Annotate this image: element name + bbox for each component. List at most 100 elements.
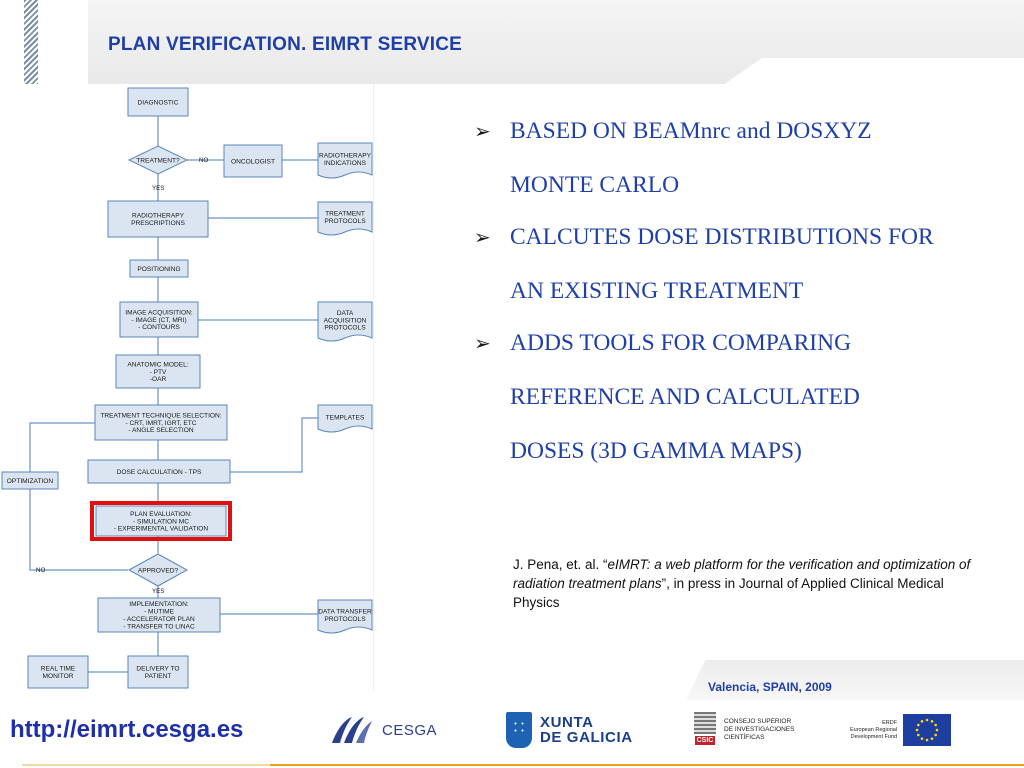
- node-dose-calculation: [87, 459, 231, 484]
- node-treatment-technique-text: - CRT, IMRT, IGRT, ETC: [125, 420, 196, 427]
- node-real-time-monitor: [27, 655, 89, 689]
- bullet-line: REFERENCE AND CALCULATED: [510, 384, 860, 410]
- node-templates-text: TEMPLATES: [326, 414, 365, 421]
- bullet-line: CALCUTES DOSE DISTRIBUTIONS FOR: [510, 224, 934, 250]
- erdf-line-1: ERDF: [882, 719, 898, 726]
- slide-title: PLAN VERIFICATION. EIMRT SERVICE: [108, 34, 463, 55]
- erdf-line-3: Development Fund: [850, 733, 898, 740]
- decorative-hatch: [24, 0, 38, 84]
- node-plan-evaluation-text: - EXPERIMENTAL VALIDATION: [114, 526, 209, 533]
- node-radiotherapy-prescriptions-text: RADIOTHERAPY: [132, 213, 185, 220]
- node-data-transfer-protocols: [317, 599, 373, 634]
- cesga-swoosh-icon: [332, 717, 372, 743]
- bullet-line: MONTE CARLO: [510, 172, 680, 198]
- node-anatomic-model-text: -OAR: [150, 376, 167, 383]
- website-link[interactable]: http://eimrt.cesga.es: [10, 716, 244, 743]
- node-radiotherapy-indications-text: RADIOTHERAPY: [319, 153, 372, 160]
- node-image-acquisition-text: - IMAGE (CT, MRI): [131, 317, 186, 324]
- node-implementation-text: - TRANSFER TO LINAC: [123, 623, 195, 630]
- node-image-acquisition-text: - CONTOURS: [138, 324, 180, 331]
- csic-tag: CSIC: [694, 736, 716, 745]
- node-real-time-monitor-text: REAL TIME: [41, 666, 76, 673]
- node-implementation: [97, 597, 221, 633]
- footer-band: [374, 660, 1024, 700]
- node-dose-calculation-text: DOSE CALCULATION - TPS: [117, 469, 202, 476]
- csic-emblem-icon: CSIC: [694, 712, 716, 748]
- node-data-transfer-protocols-text: DATA TRANSFER: [318, 609, 372, 616]
- node-templates: [317, 404, 373, 433]
- bullet-item: ➢ CALCUTES DOSE DISTRIBUTIONS FOR AN EXIST…: [474, 222, 1024, 318]
- node-anatomic-model: [115, 354, 201, 389]
- xunta-line-1: XUNTA: [540, 714, 594, 731]
- node-treatment-decision-text: TREATMENT?: [136, 157, 180, 164]
- bullet-line: BASED ON BEAMnrc and DOSXYZ: [510, 118, 872, 144]
- node-treatment-protocols: [317, 201, 373, 236]
- node-delivery-text: DELIVERY TO: [136, 666, 179, 673]
- csic-line-3: CIENTÍFICAS: [724, 734, 765, 741]
- node-plan-evaluation-text: - SIMULATION MC: [133, 518, 189, 525]
- node-image-acquisition-text: IMAGE ACQUISITION:: [125, 309, 193, 316]
- bullet-item: ➢ BASED ON BEAMnrc and DOSXYZ MONTE CARLO: [474, 116, 1024, 212]
- node-data-acquisition-protocols-text: ACQUISITION: [324, 317, 367, 324]
- node-treatment-protocols-text: TREATMENT: [325, 211, 365, 218]
- edge-label-no: NO: [199, 157, 208, 164]
- cesga-logo: CESGA: [328, 708, 437, 752]
- node-data-acquisition-protocols-text: PROTOCOLS: [324, 325, 366, 332]
- node-optimization: [1, 471, 59, 490]
- flowchart-diagram: NOYESNOYESDIAGNOSTICTREATMENT?ONCOLOGIST…: [1, 87, 373, 689]
- node-treatment-technique-text: - ANGLE SELECTION: [128, 427, 193, 434]
- node-plan-evaluation: [95, 505, 227, 537]
- node-implementation-text: - MUTIME: [144, 609, 175, 616]
- node-plan-evaluation-text: PLAN EVALUATION:: [130, 511, 192, 518]
- node-data-acquisition-protocols: [317, 301, 373, 342]
- bullet-line: ADDS TOOLS FOR COMPARING: [510, 330, 852, 356]
- node-diagnostic: [127, 87, 189, 117]
- node-treatment-technique: [94, 404, 228, 441]
- reference-authors: J. Pena, et. al. “: [513, 557, 608, 572]
- node-radiotherapy-prescriptions: [107, 200, 209, 238]
- node-real-time-monitor-text: MONITOR: [42, 673, 73, 680]
- reference-citation: J. Pena, et. al. “eIMRT: a web platform …: [513, 555, 993, 612]
- csic-line-1: CONSEJO SUPERIOR: [724, 718, 792, 725]
- bullet-arrow-icon: ➢: [474, 227, 491, 249]
- reference-journal: ”, in press in Journal of Applied Clinic…: [513, 576, 944, 610]
- bullet-arrow-icon: ➢: [474, 333, 491, 355]
- node-radiotherapy-indications: [317, 142, 373, 179]
- flow-connector: [29, 489, 128, 571]
- node-treatment-protocols-text: PROTOCOLS: [324, 218, 366, 225]
- xunta-logo: XUNTA DE GALICIA: [506, 708, 633, 752]
- bullet-line: DOSES (3D GAMMA MAPS): [510, 438, 802, 464]
- node-treatment-technique-text: TREATMENT TECHNIQUE SELECTION:: [100, 412, 221, 419]
- node-radiotherapy-prescriptions-text: PRESCRIPTIONS: [131, 220, 185, 227]
- edge-label-yes: YES: [152, 185, 164, 192]
- node-image-acquisition: [119, 301, 199, 338]
- edge-label-no: NO: [36, 567, 45, 574]
- node-positioning: [129, 259, 189, 278]
- node-oncologist-text: ONCOLOGIST: [231, 158, 275, 165]
- bullet-line: AN EXISTING TREATMENT: [510, 278, 804, 304]
- reference-title: eIMRT: a web platform for the verificati…: [513, 557, 971, 591]
- eu-flag-icon: [903, 714, 952, 746]
- node-oncologist: [223, 144, 283, 178]
- csic-logo: CSIC CONSEJO SUPERIOR DE INVESTIGACIONES…: [694, 708, 794, 752]
- node-treatment-decision: [127, 145, 189, 175]
- edge-label-yes: YES: [152, 588, 164, 595]
- node-data-transfer-protocols-text: PROTOCOLS: [324, 616, 366, 623]
- node-positioning-text: POSITIONING: [137, 266, 180, 273]
- bullet-arrow-icon: ➢: [474, 121, 491, 143]
- node-implementation-text: IMPLEMENTATION:: [129, 601, 189, 608]
- node-implementation-text: - ACCELERATOR PLAN: [123, 616, 195, 623]
- node-delivery: [127, 655, 189, 689]
- footer-rule: [270, 764, 1024, 766]
- erdf-line-2: European Regional: [850, 726, 898, 733]
- plan-evaluation-highlight: [90, 501, 232, 541]
- xunta-line-2: DE GALICIA: [540, 729, 633, 746]
- node-anatomic-model-text: - PTV: [150, 369, 167, 376]
- header-band: [88, 0, 1024, 84]
- erdf-logo: ERDF European Regional Development Fund: [850, 708, 952, 752]
- xunta-shield-icon: [506, 712, 532, 748]
- footer-location: Valencia, SPAIN, 2009: [708, 680, 832, 694]
- node-radiotherapy-indications-text: INDICATIONS: [324, 160, 367, 167]
